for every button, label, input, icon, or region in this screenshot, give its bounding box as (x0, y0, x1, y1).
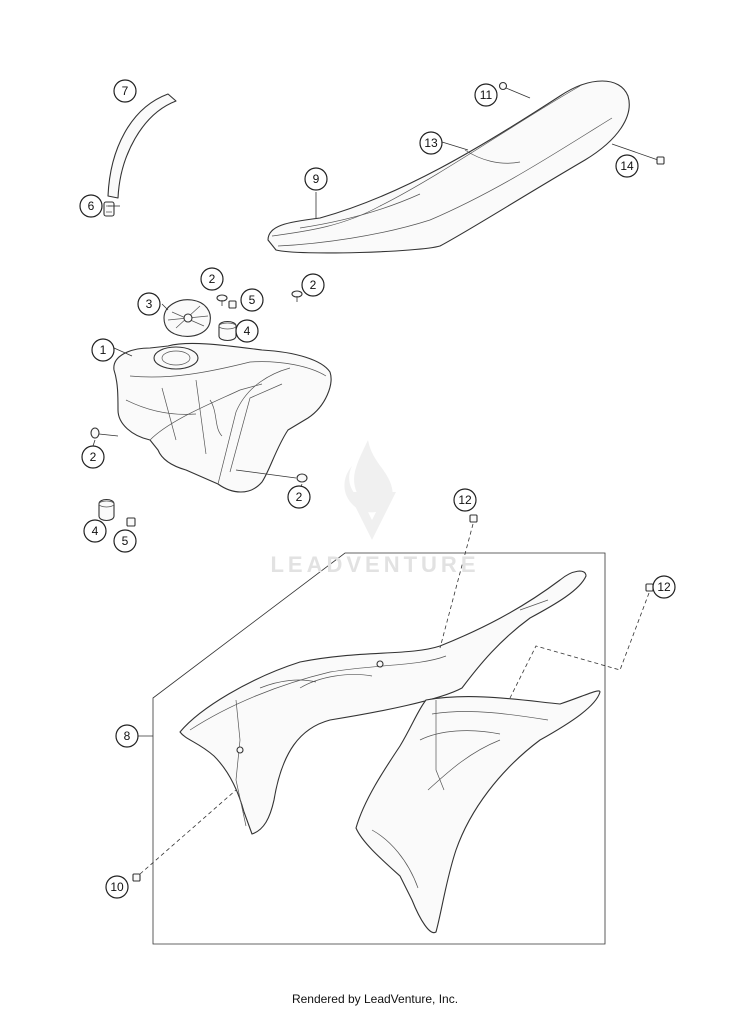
callout-2-upper-left: 2 (200, 267, 224, 291)
svg-text:2: 2 (310, 278, 317, 292)
tank-screw-right (235, 469, 308, 483)
callout-9: 9 (304, 167, 328, 191)
shroud-screw-top-left (439, 514, 478, 649)
hose-clamp (103, 201, 115, 217)
svg-text:2: 2 (209, 272, 216, 286)
svg-text:10: 10 (110, 880, 124, 894)
fuel-hose (107, 93, 177, 199)
svg-text:9: 9 (313, 172, 320, 186)
shroud-left (179, 570, 587, 835)
bushing-lower (98, 498, 115, 522)
fuel-tank (113, 342, 332, 493)
footer-credit: Rendered by LeadVenture, Inc. (291, 992, 459, 1006)
callout-12-left: 12 (453, 488, 477, 512)
svg-text:11: 11 (480, 88, 493, 102)
callout-2-right: 2 (287, 485, 311, 509)
svg-text:12: 12 (657, 580, 671, 594)
callout-4-lower: 4 (83, 519, 107, 543)
callout-12-right: 12 (652, 575, 676, 599)
shroud-screw-top-right (509, 583, 654, 699)
svg-text:12: 12 (458, 493, 472, 507)
callout-8: 8 (115, 724, 139, 748)
svg-text:5: 5 (249, 293, 256, 307)
callout-2-upper-right: 2 (301, 273, 325, 297)
callout-4-upper: 4 (235, 319, 259, 343)
callout-5-lower: 5 (113, 529, 137, 553)
svg-text:6: 6 (88, 199, 95, 213)
callout-1: 1 (91, 338, 115, 362)
shroud-right (355, 690, 601, 934)
watermark-logo-icon (344, 440, 396, 540)
svg-text:4: 4 (92, 524, 99, 538)
tank-cap (163, 299, 211, 337)
callout-5-upper: 5 (240, 288, 264, 312)
callout-10: 10 (105, 875, 129, 899)
nut-lower (126, 517, 136, 527)
callout-13: 13 (419, 131, 443, 155)
svg-text:5: 5 (122, 534, 129, 548)
callout-6: 6 (79, 194, 103, 218)
svg-text:13: 13 (424, 136, 438, 150)
callout-7: 7 (113, 79, 137, 103)
tank-screw-left (90, 427, 119, 439)
svg-text:2: 2 (296, 490, 303, 504)
callout-2-left: 2 (81, 445, 105, 469)
nut-upper (228, 300, 237, 309)
svg-text:2: 2 (90, 450, 97, 464)
seat-screw-rear (611, 143, 665, 165)
callout-3: 3 (137, 292, 161, 316)
svg-text:1: 1 (100, 343, 107, 357)
watermark-text: LEADVENTURE (270, 552, 480, 577)
screw-upper-left (216, 294, 228, 306)
callout-11: 11 (474, 83, 498, 107)
svg-text:8: 8 (124, 729, 131, 743)
seat-screw-front (498, 81, 531, 99)
shroud-kit-frame (152, 552, 606, 945)
callout-14: 14 (615, 154, 639, 178)
svg-text:14: 14 (620, 159, 634, 173)
screw-upper-right (291, 290, 303, 302)
seat (267, 80, 630, 254)
bushing-upper (218, 320, 237, 342)
svg-text:7: 7 (122, 84, 129, 98)
shroud-screw-bottom (132, 789, 237, 882)
svg-text:4: 4 (244, 324, 251, 338)
svg-text:3: 3 (146, 297, 153, 311)
